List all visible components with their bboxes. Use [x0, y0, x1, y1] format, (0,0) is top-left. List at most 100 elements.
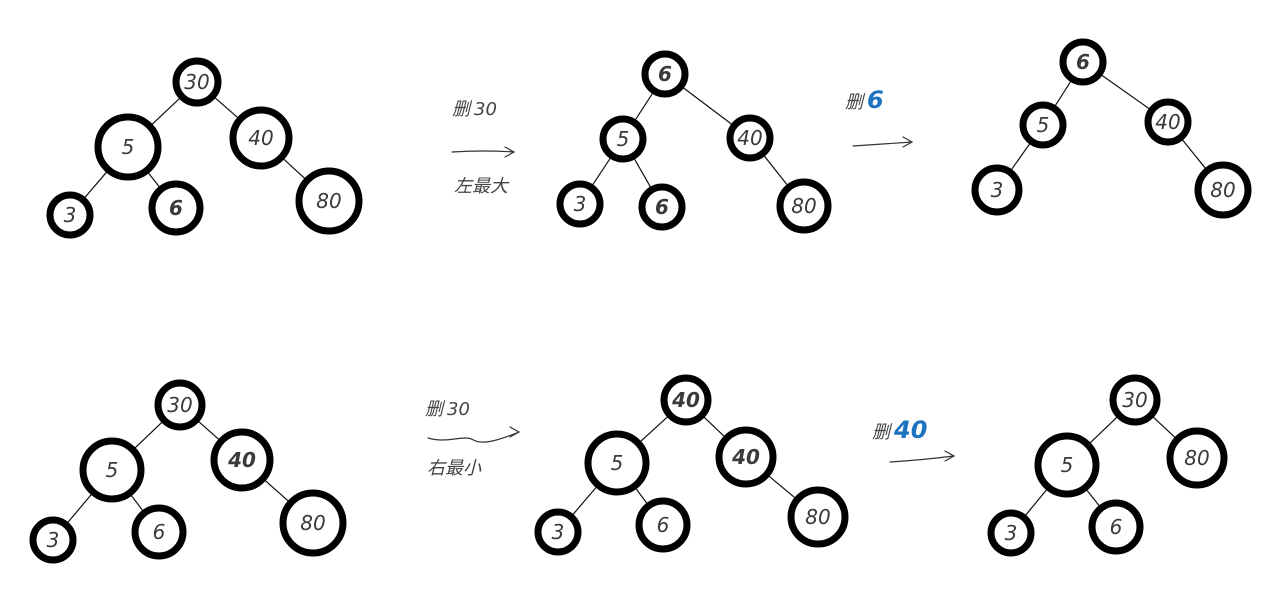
node-circle	[295, 167, 363, 235]
tree-node: 3	[534, 508, 582, 556]
tree-node: 40	[715, 426, 777, 488]
tree-node: 5	[1034, 432, 1100, 498]
tree-node: 80	[295, 167, 363, 235]
operation-verb: 删	[425, 399, 446, 420]
node-label: 80	[791, 194, 816, 218]
node-circle	[172, 57, 222, 107]
node-label: 40	[227, 448, 256, 472]
operation-verb: 删	[452, 99, 473, 120]
node-label: 6	[153, 520, 166, 544]
tree-node: 80	[1194, 161, 1252, 219]
node-label: 6	[169, 196, 183, 220]
tree-edge	[570, 484, 599, 518]
tree-edge	[128, 492, 146, 514]
node-label: 80	[1210, 178, 1235, 202]
tree-node: 6	[148, 180, 204, 236]
tree-edge	[212, 95, 241, 121]
tree-node: 80	[787, 486, 849, 548]
node-label: 40	[737, 126, 762, 150]
node-label: 6	[658, 62, 672, 86]
node-circle	[46, 191, 94, 239]
tree-node: 40	[726, 114, 774, 162]
node-label: 80	[805, 505, 830, 529]
operation-value: 40	[893, 416, 927, 444]
node-circle	[79, 437, 145, 503]
tree-node: 6	[638, 183, 686, 231]
tree-node: 80	[279, 489, 347, 557]
node-circle	[715, 426, 777, 488]
node-circle	[29, 516, 77, 564]
node-circle	[599, 115, 647, 163]
tree-node: 5	[79, 437, 145, 503]
tree-edge	[633, 90, 655, 123]
node-label: 3	[47, 528, 60, 552]
tree-edge	[1053, 78, 1073, 109]
node-circle	[776, 178, 832, 234]
tree-node: 6	[131, 504, 187, 560]
tree-node: 80	[1166, 427, 1228, 489]
node-circle	[210, 428, 274, 492]
tree-node: 30	[1109, 374, 1161, 426]
tree-edge	[1084, 487, 1102, 509]
node-label: 6	[1110, 515, 1123, 539]
node-circle	[1034, 432, 1100, 498]
node-circle	[584, 430, 650, 496]
bst-tree-5: 40 5 40 3 6 80	[534, 374, 849, 556]
node-label: 6	[1076, 50, 1090, 74]
node-label: 5	[617, 127, 630, 151]
node-circle	[641, 50, 689, 98]
arrow-icon	[889, 455, 955, 463]
tree-node: 6	[1059, 38, 1107, 86]
arrow-icon	[852, 141, 913, 147]
node-circle	[787, 486, 849, 548]
node-circle	[148, 180, 204, 236]
tree-edge	[761, 153, 790, 188]
tree-edge	[701, 414, 728, 440]
arrow-head-icon	[944, 450, 956, 462]
node-label: 30	[167, 393, 192, 417]
node-circle	[726, 114, 774, 162]
tree-node: 6	[635, 497, 691, 553]
tree-edge	[145, 169, 162, 190]
node-circle	[660, 374, 712, 426]
tree-node: 6	[1088, 499, 1144, 555]
tree-node: 40	[660, 374, 712, 426]
tree-node: 3	[987, 509, 1035, 557]
arrow-icon	[451, 150, 515, 153]
operation-value: 30	[447, 399, 470, 420]
tree-edge	[590, 155, 613, 188]
bst-tree-6: 305 80 3 6	[987, 374, 1228, 557]
node-label: 3	[1005, 521, 1018, 545]
tree-edge	[65, 491, 94, 526]
tree-node: 40	[210, 428, 274, 492]
node-circle	[987, 509, 1035, 557]
node-label: 80	[300, 511, 325, 535]
tree-node: 5	[599, 115, 647, 163]
tree-edge	[1098, 72, 1153, 112]
tree-node: 80	[776, 178, 832, 234]
node-label: 40	[731, 445, 760, 469]
node-circle	[1109, 374, 1161, 426]
operation-verb: 删	[845, 92, 866, 113]
operation-rule: 左最大	[454, 176, 510, 197]
node-label: 80	[1184, 446, 1209, 470]
node-label: 5	[611, 451, 624, 475]
tree-edge	[632, 155, 653, 191]
arrow-head-icon	[509, 426, 521, 438]
tree-edge	[766, 473, 798, 501]
node-circle	[1059, 38, 1107, 86]
tree-node: 30	[154, 379, 206, 431]
node-label: 40	[248, 126, 273, 150]
tree-edge	[82, 169, 110, 201]
node-circle	[1194, 161, 1252, 219]
node-circle	[229, 106, 293, 170]
